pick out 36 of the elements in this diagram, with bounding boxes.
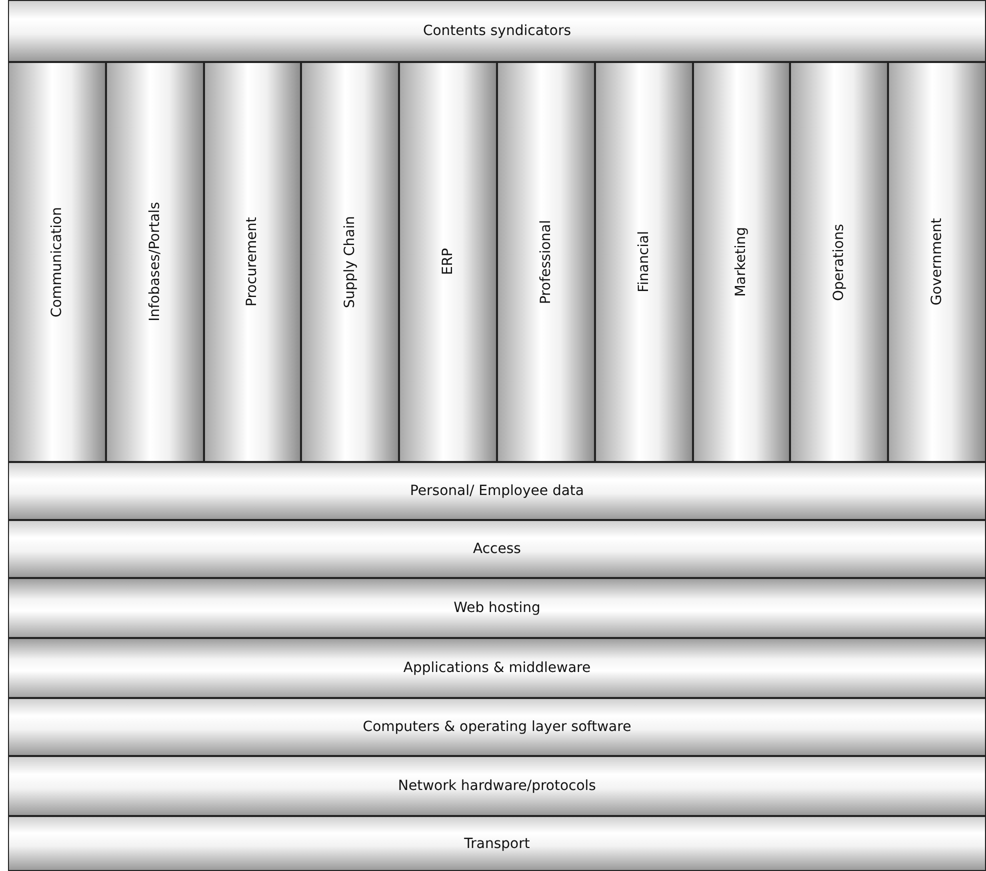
column-band	[790, 62, 888, 462]
column-label: Government	[929, 218, 946, 306]
column-band	[106, 62, 204, 462]
layer-band	[8, 520, 986, 578]
layer-band	[8, 816, 986, 871]
column-band	[692, 62, 790, 462]
column-band	[497, 62, 595, 462]
column-band	[888, 62, 986, 462]
layer-label: Computers & operating layer software	[362, 719, 632, 735]
column-label: Infobases/Portals	[146, 202, 163, 322]
column-label: Professional	[538, 220, 554, 304]
column-label: Supply Chain	[342, 216, 358, 308]
layer-band	[8, 462, 986, 520]
column-label: Procurement	[244, 217, 260, 307]
layer-label: Access	[473, 541, 521, 557]
column-band	[204, 62, 302, 462]
column-label: ERP	[440, 248, 456, 276]
layer-band	[8, 578, 986, 638]
layer-label: Web hosting	[454, 600, 540, 616]
column-band	[8, 62, 106, 462]
column-label: Communication	[48, 206, 65, 318]
layer-band	[8, 638, 986, 698]
column-band	[301, 62, 400, 462]
column-label: Financial	[636, 231, 652, 293]
layer-band	[8, 756, 986, 816]
layer-band	[8, 698, 986, 756]
column-band	[399, 62, 497, 462]
layer-label: Network hardware/protocols	[398, 778, 596, 794]
layer-label: Transport	[464, 836, 530, 852]
layer-label: Contents syndicators	[422, 23, 572, 39]
column-label: Operations	[831, 224, 848, 300]
layer-band	[8, 0, 986, 62]
column-label: Marketing	[733, 227, 750, 297]
layer-label: Personal/ Employee data	[410, 483, 584, 499]
column-band	[594, 62, 693, 462]
layer-label: Applications & middleware	[403, 660, 591, 676]
